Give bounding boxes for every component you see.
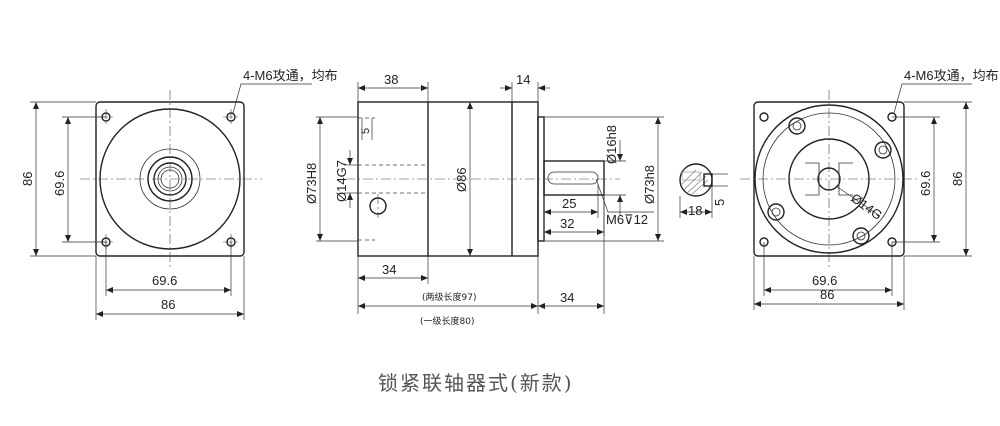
drawing-caption: 锁紧联轴器式(新款) [378, 371, 574, 395]
right-dim-86-horizontal: 86 [820, 287, 834, 302]
right-bore-dia: Ø14G [848, 190, 885, 223]
side-thread-m6: M6⊽12 [606, 212, 648, 227]
side-dim-25: 25 [562, 196, 576, 211]
side-dim-34-bottom: 34 [382, 262, 396, 277]
left-dim-69-6-vertical: 69.6 [52, 171, 67, 196]
side-dim-14: 14 [516, 72, 530, 87]
side-dia-86: Ø86 [454, 167, 469, 192]
right-boss-4 [856, 231, 866, 241]
key-slot [703, 173, 713, 187]
right-dim-86-vertical: 86 [950, 172, 965, 186]
right-hole-note: 4-M6攻通，均布 [904, 68, 999, 83]
side-dia-73H8: Ø73H8 [304, 163, 319, 204]
side-dim-5: 5 [360, 128, 372, 134]
key-dim-18: 18 [688, 203, 702, 218]
side-shaft-key [547, 171, 599, 185]
side-two-stage-length: (两级长度97) [422, 291, 476, 303]
left-view: 4-M6攻通，均布 86 69.6 69.6 86 [20, 68, 338, 320]
side-one-stage-length: (一级长度80) [420, 315, 474, 327]
left-dim-86-horizontal: 86 [161, 297, 175, 312]
key-section: 18 5 [679, 163, 728, 218]
right-hole-tl [759, 112, 769, 122]
right-dim-69-6-horizontal: 69.6 [812, 273, 837, 288]
right-boss-3 [771, 207, 781, 217]
right-boss-2 [878, 145, 888, 155]
side-dia-16h8: Ø16h8 [604, 125, 619, 164]
key-dim-5: 5 [712, 199, 727, 206]
side-dia-73h8: Ø73h8 [642, 165, 657, 204]
left-dim-86-vertical: 86 [20, 172, 35, 186]
side-dim-38: 38 [384, 72, 398, 87]
right-boss-1 [792, 121, 802, 131]
right-dim-69-6-vertical: 69.6 [918, 171, 933, 196]
side-output-shaft [543, 160, 605, 196]
side-view: 38 14 5 Ø73H8 Ø14G7 Ø86 Ø16h8 Ø73h8 [304, 72, 664, 327]
right-view: 4-M6攻通，均布 Ø14G 69.6 86 69.6 86 [740, 68, 999, 310]
side-dia-14G7: Ø14G7 [334, 160, 349, 202]
side-dim-34-right: 34 [560, 290, 574, 305]
left-dim-69-6-horizontal: 69.6 [152, 273, 177, 288]
side-dim-32: 32 [560, 216, 574, 231]
left-hole-note: 4-M6攻通，均布 [243, 68, 338, 83]
